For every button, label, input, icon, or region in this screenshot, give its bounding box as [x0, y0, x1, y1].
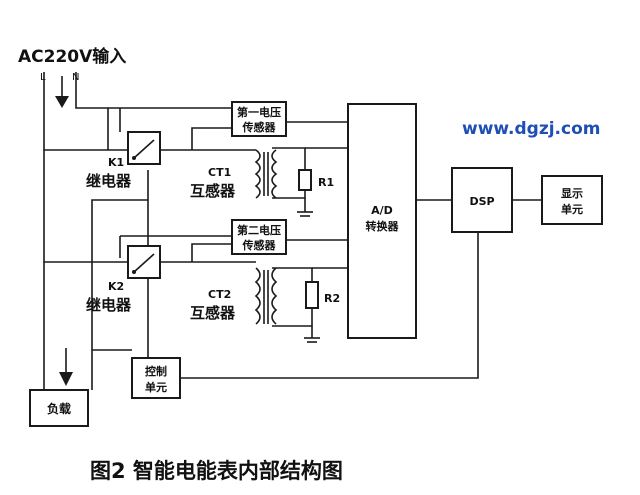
wires — [43, 72, 542, 390]
relay-k1 — [127, 131, 161, 165]
r1-label: R1 — [318, 176, 334, 189]
arrow-input — [55, 76, 69, 108]
dsp-label: DSP — [469, 195, 494, 208]
resistor-r1 — [298, 169, 312, 191]
control-line2: 单元 — [145, 380, 167, 394]
r2-label: R2 — [324, 292, 340, 305]
control-line1: 控制 — [145, 364, 167, 378]
sensor1-line1: 第一电压 — [237, 105, 281, 119]
ct1-coil — [254, 149, 278, 199]
load-block — [29, 389, 89, 427]
adc-line1: A/D — [371, 204, 393, 217]
watermark: www.dgzj.com — [462, 119, 600, 139]
ct2-id: CT2 — [208, 288, 231, 301]
voltage-sensor-2 — [231, 219, 287, 255]
sensor2-line1: 第二电压 — [237, 223, 281, 237]
sensor2-line2: 传感器 — [242, 238, 277, 252]
ad-converter-block — [347, 103, 417, 339]
dsp-block — [451, 167, 513, 233]
relay-k2-id: K2 — [108, 280, 124, 293]
sensor1-line2: 传感器 — [242, 120, 277, 134]
ct1-id: CT1 — [208, 166, 231, 179]
control-unit-block — [131, 357, 181, 399]
display-line2: 单元 — [561, 202, 583, 216]
input-title: AC220V输入 — [18, 46, 126, 67]
relay-k2 — [127, 245, 161, 279]
load-label: 负载 — [47, 401, 71, 416]
line-n-label: N — [72, 72, 79, 83]
figure-caption: 图2 智能电能表内部结构图 — [90, 459, 343, 483]
display-line1: 显示 — [561, 187, 583, 200]
relay-k1-id: K1 — [108, 156, 124, 169]
line-l-label: L — [40, 72, 46, 83]
adc-line2: 转换器 — [366, 219, 400, 233]
display-unit-block — [541, 175, 603, 225]
ct2-name: 互感器 — [190, 304, 236, 322]
voltage-sensor-1 — [231, 101, 287, 137]
ct1-name: 互感器 — [190, 182, 236, 200]
arrow-output — [59, 348, 73, 386]
relay-k2-name: 继电器 — [86, 296, 132, 314]
ct2-coil — [254, 267, 278, 325]
resistor-r2 — [305, 281, 319, 309]
relay-k1-name: 继电器 — [86, 172, 132, 190]
